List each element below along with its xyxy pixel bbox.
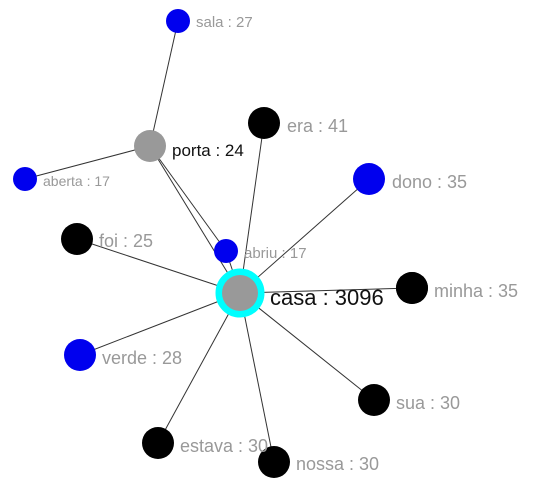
node-label-verde: verde : 28 [102, 348, 182, 368]
node-label-foi: foi : 25 [99, 231, 153, 251]
node-sala[interactable] [166, 9, 190, 33]
edge-casa-minha [239, 287, 413, 294]
node-aberta[interactable] [13, 167, 37, 191]
node-label-dono: dono : 35 [392, 172, 467, 192]
node-verde[interactable] [64, 339, 96, 371]
node-minha-overlay [396, 272, 428, 304]
node-label-casa: casa : 3096 [270, 285, 384, 310]
edge-casa-sua [239, 292, 375, 401]
node-label-sua: sua : 30 [396, 393, 460, 413]
edge-casa-estava [157, 292, 241, 444]
edge-casa-foi [76, 238, 241, 294]
edge-porta-aberta [24, 145, 151, 180]
edge-casa-nossa [239, 292, 275, 463]
node-nossa[interactable] [258, 446, 290, 478]
node-casa[interactable] [222, 275, 258, 311]
edge-casa-dono [239, 178, 370, 294]
node-porta[interactable] [134, 130, 166, 162]
edges-layer [24, 20, 413, 463]
node-casa-highlight-ring [215, 268, 265, 318]
edge-porta-abriu [149, 145, 227, 252]
node-label-sala: sala : 27 [196, 14, 253, 31]
labels-layer: casa : 3096 porta : 24 sala : 27 aberta : 1… [43, 14, 518, 474]
nodes-layer [13, 9, 428, 478]
edge-casa-era [239, 122, 265, 294]
node-label-nossa: nossa : 30 [296, 454, 379, 474]
edge-casa-verde [79, 292, 241, 356]
node-label-aberta: aberta : 17 [43, 173, 110, 189]
edge-porta-sala [149, 20, 179, 147]
node-era[interactable] [248, 107, 280, 139]
node-abriu[interactable] [214, 239, 238, 263]
node-label-abriu: abriu : 17 [244, 245, 307, 262]
node-sua[interactable] [358, 384, 390, 416]
node-label-era: era : 41 [287, 116, 348, 136]
node-dono[interactable] [353, 163, 385, 195]
node-label-estava: estava : 30 [180, 436, 268, 456]
node-estava[interactable] [142, 427, 174, 459]
node-label-minha: minha : 35 [434, 281, 518, 301]
node-foi[interactable] [61, 223, 93, 255]
node-label-porta: porta : 24 [172, 141, 244, 160]
edge-porta-casa [149, 145, 241, 294]
